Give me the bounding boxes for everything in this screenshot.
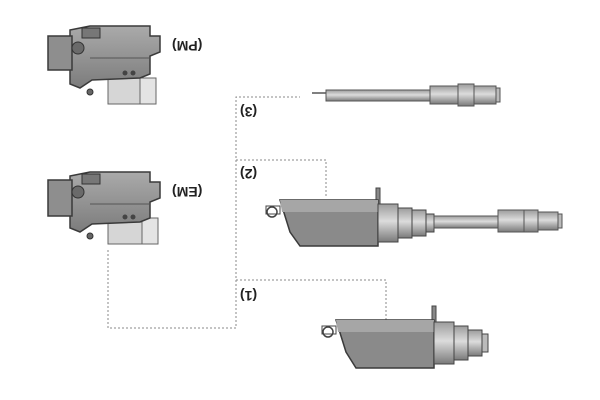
main-connector-line	[107, 96, 300, 329]
option-2-housing-cable	[265, 187, 563, 247]
label-option-2: (2)	[240, 166, 258, 182]
pm-device	[47, 25, 161, 105]
label-pm: (PM)	[172, 38, 203, 54]
connection-lines	[107, 96, 387, 329]
connector-line-1	[236, 279, 387, 320]
label-em: (EM)	[172, 184, 203, 200]
em-device	[47, 171, 161, 245]
label-option-3: (3)	[240, 104, 258, 120]
label-option-1: (1)	[240, 288, 258, 304]
option-1-housing-connector	[321, 305, 489, 369]
option-3-cable	[312, 83, 501, 107]
connector-line-2	[236, 159, 327, 198]
